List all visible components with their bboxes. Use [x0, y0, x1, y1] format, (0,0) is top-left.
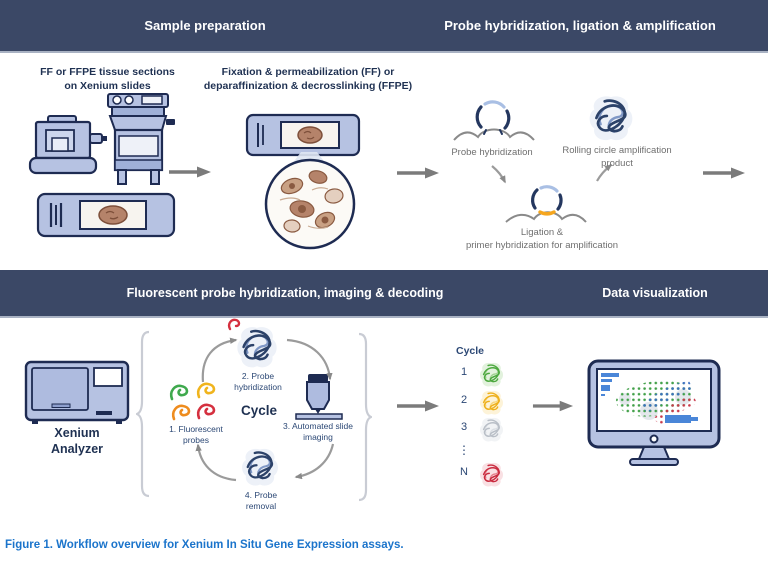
cycle-ball-green [478, 361, 505, 388]
ligation-icon [505, 185, 587, 223]
cycle-row-ellipsis: ⋮ [458, 443, 470, 457]
arrow-up-icon [596, 164, 613, 182]
header-sample-preparation: Sample preparation [144, 18, 266, 33]
fluorescent-probes-icon [169, 382, 216, 421]
cycle-ball-red [478, 461, 505, 488]
top-header-bar: Sample preparation Probe hybridization, … [0, 0, 768, 53]
arrow-right-icon [532, 400, 574, 412]
cycle-row-1-number: 1 [460, 366, 468, 378]
header-fluorescent-imaging: Fluorescent probe hybridization, imaging… [126, 286, 444, 300]
arrow-right-icon [168, 166, 212, 178]
cycle-center-label: Cycle [240, 403, 278, 418]
cycle-ball-yellow [478, 389, 505, 416]
cycle-ball-gray [478, 416, 505, 443]
cycle-row-2-number: 2 [460, 394, 468, 406]
cycle-step4-label: 4. Probe removal [244, 490, 278, 512]
cycle-row-n-number: N [460, 466, 468, 478]
cycle-arrow-2 [286, 338, 333, 381]
brace-left [136, 330, 150, 498]
cycle-row-3-number: 3 [460, 421, 468, 433]
probe-hybridization-label: Probe hybridization [451, 147, 533, 158]
arrow-down-icon [491, 165, 506, 184]
cryostat-icon [107, 93, 175, 185]
microtome-icon [28, 115, 107, 175]
probe-removal-ball-icon [239, 446, 281, 488]
step1-label: FF or FFPE tissue sections on Xenium sli… [40, 66, 175, 92]
middle-header-bar: Fluorescent probe hybridization, imaging… [0, 270, 768, 318]
cycle-arrow-3 [294, 443, 335, 480]
cycle-step3-label: 3. Automated slide imaging [283, 421, 353, 443]
header-data-visualization: Data visualization [602, 286, 708, 300]
slide-fixation-icon [245, 113, 361, 157]
cycle-arrow-1 [201, 337, 238, 383]
cycle-list-header: Cycle [455, 345, 485, 357]
step2-label: Fixation & permeabilization (FF) or depa… [203, 66, 413, 92]
ligation-label: Ligation & primer hybridization for ampl… [465, 227, 619, 251]
red-probe-squiggle-icon [227, 318, 241, 331]
xenium-analyzer-label: Xenium Analyzer [50, 426, 104, 456]
xenium-slide-icon [36, 192, 176, 238]
figure-caption: Figure 1. Workflow overview for Xenium I… [5, 539, 404, 551]
cycle-arrow-4 [195, 443, 237, 482]
cycle-step1-label: 1. Fluorescent probes [169, 424, 223, 446]
xenium-analyzer-icon [24, 360, 130, 424]
probe-hybridization-icon [453, 100, 535, 141]
header-probe-hybridization: Probe hybridization, ligation & amplific… [444, 18, 716, 33]
tissue-magnified-circle [264, 158, 356, 250]
rca-product-icon [586, 93, 636, 143]
arrow-right-icon [702, 167, 746, 179]
arrow-right-icon [396, 400, 440, 412]
data-visualization-monitor-icon [587, 359, 721, 466]
slide-imaging-icon [295, 374, 343, 420]
rca-product-label: Rolling circle amplification product [562, 145, 672, 169]
cycle-step2-label: 2. Probe hybridization [234, 371, 282, 393]
arrow-right-icon [396, 167, 440, 179]
brace-right [358, 332, 372, 502]
